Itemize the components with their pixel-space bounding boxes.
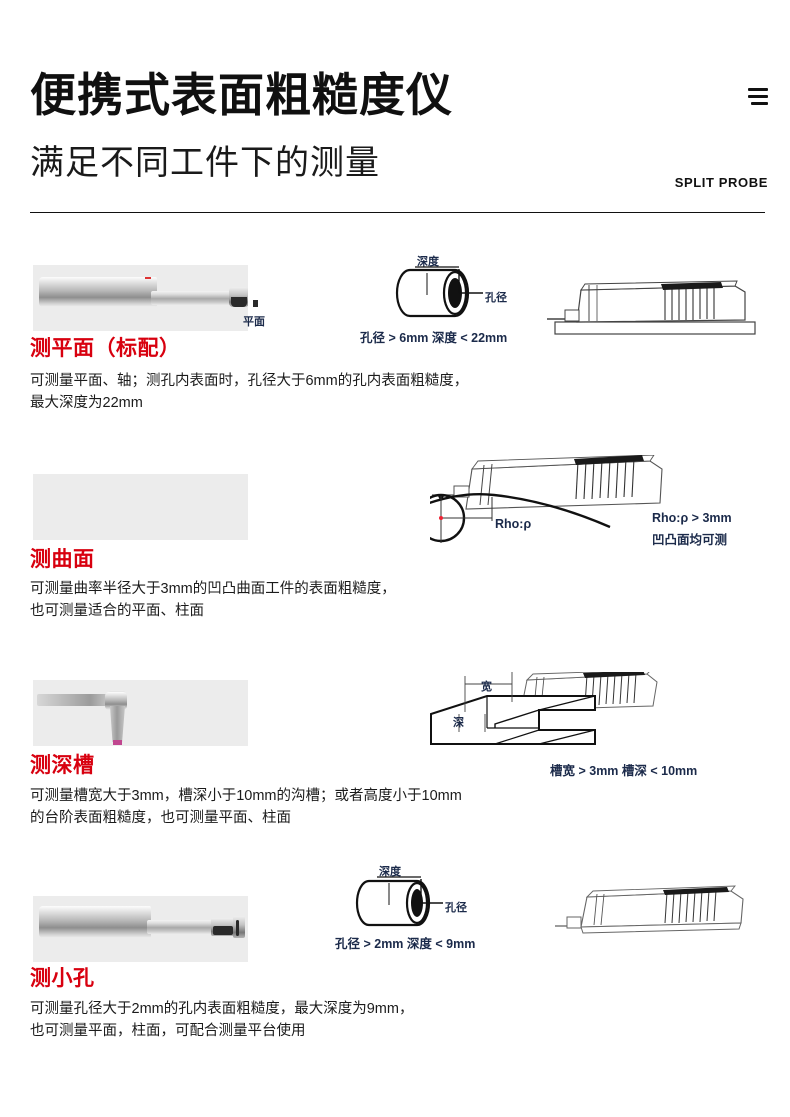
label-groove-width: 宽 (481, 681, 492, 693)
hamburger-menu-icon[interactable] (745, 85, 771, 111)
instrument-flat (545, 270, 780, 340)
diagram-groove-svg (430, 666, 658, 745)
spec-curved-2: 凹凸面均可测 (652, 533, 728, 547)
label-bore-flat: 孔径 (485, 292, 507, 304)
page-title: 便携式表面粗糙度仪 (30, 69, 453, 121)
spec-groove: 槽宽 > 3mm 槽深 < 10mm (550, 764, 698, 778)
instrument-small-hole (551, 885, 775, 945)
menu-bar-1 (748, 88, 768, 91)
section-title-groove: 测深槽 (30, 754, 95, 777)
label-depth-small-hole: 深度 (379, 866, 401, 878)
curved-surface-probe-photo (33, 474, 248, 540)
deep-groove-probe-photo (33, 680, 248, 746)
section-title-small-hole: 测小孔 (30, 967, 95, 990)
spec-curved: Rho:ρ > 3mm (652, 511, 732, 525)
label-groove-depth: 深 (453, 717, 464, 729)
header-divider (30, 212, 765, 213)
section-desc-curved: 可测量曲率半径大于3mm的凹凸曲面工件的表面粗糙度， 也可测量适合的平面、柱面 (30, 581, 396, 619)
menu-bar-2 (748, 95, 768, 98)
diagram-small-hole-svg (355, 876, 443, 927)
label-rho: Rho:ρ (495, 517, 532, 531)
section-desc-small-hole: 可测量孔径大于2mm的孔内表面粗糙度，最大深度为9mm， 也可测量平面，柱面，可… (30, 1001, 414, 1039)
brand-tag: SPLIT PROBE (674, 175, 768, 190)
flat-surface-marker-icon (253, 300, 258, 307)
small-hole-probe-photo (33, 896, 248, 962)
label-bore-small-hole: 孔径 (445, 902, 467, 914)
label-depth-flat: 深度 (417, 256, 439, 268)
flat-surface-probe-photo (33, 265, 248, 331)
menu-bar-3 (751, 102, 768, 105)
section-title-flat: 测平面（标配） (30, 337, 181, 360)
instrument-small-hole-svg (551, 885, 744, 934)
section-desc-groove: 可测量槽宽大于3mm，槽深小于10mm的沟槽；或者高度小于10mm 的台阶表面粗… (30, 788, 462, 826)
section-desc-flat: 可测量平面、轴；测孔内表面时，孔径大于6mm的孔内表面粗糙度， 最大深度为22m… (30, 373, 469, 411)
diagram-small-hole: 深度 孔径 孔径 > 2mm 深度 < 9mm (335, 865, 585, 955)
page-subtitle: 满足不同工件下的测量 (30, 144, 380, 182)
diagram-deep-groove: 宽 深 槽宽 > 3mm 槽深 < 10mm (425, 666, 785, 790)
spec-flat: 孔径 > 6mm 深度 < 22mm (360, 331, 508, 345)
instrument-flat-svg (547, 280, 756, 335)
page-header: 便携式表面粗糙度仪 满足不同工件下的测量 SPLIT PROBE (0, 0, 790, 215)
spec-small-hole: 孔径 > 2mm 深度 < 9mm (335, 937, 476, 951)
diagram-flat-svg (395, 266, 483, 318)
flat-surface-photo-caption: 平面 (243, 316, 265, 328)
section-title-curved: 测曲面 (30, 548, 95, 571)
diagram-flat-surface: 深度 孔径 孔径 > 6mm 深度 < 22mm (355, 255, 775, 345)
